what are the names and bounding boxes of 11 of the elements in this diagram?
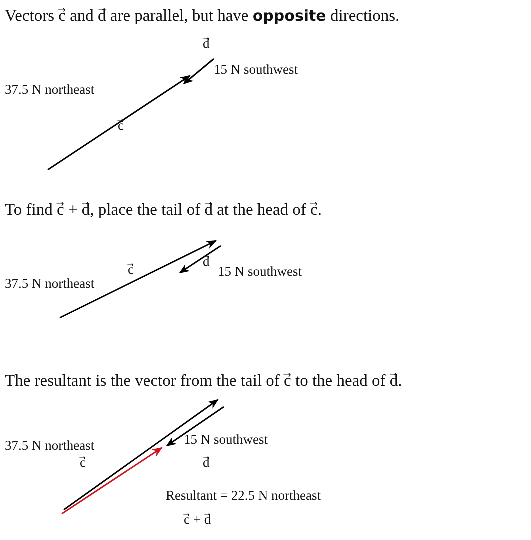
magnitude-label: 15 N southwest	[184, 432, 268, 449]
magnitude-label: 37.5 N northeast	[5, 82, 95, 99]
instruction-text: The resultant is the vector from the tail of c⃗ to the head of d⃗.	[5, 371, 402, 392]
magnitude-label: 15 N southwest	[214, 62, 298, 79]
magnitude-label: 37.5 N northeast	[5, 276, 95, 293]
vector-label: c⃗	[128, 262, 134, 279]
magnitude-label: Resultant = 22.5 N northeast	[166, 488, 321, 505]
magnitude-label: 15 N southwest	[218, 264, 302, 281]
vector-label: c⃗	[80, 455, 86, 472]
magnitude-label: 37.5 N northeast	[5, 438, 95, 455]
vector-label: c⃗	[118, 118, 124, 135]
